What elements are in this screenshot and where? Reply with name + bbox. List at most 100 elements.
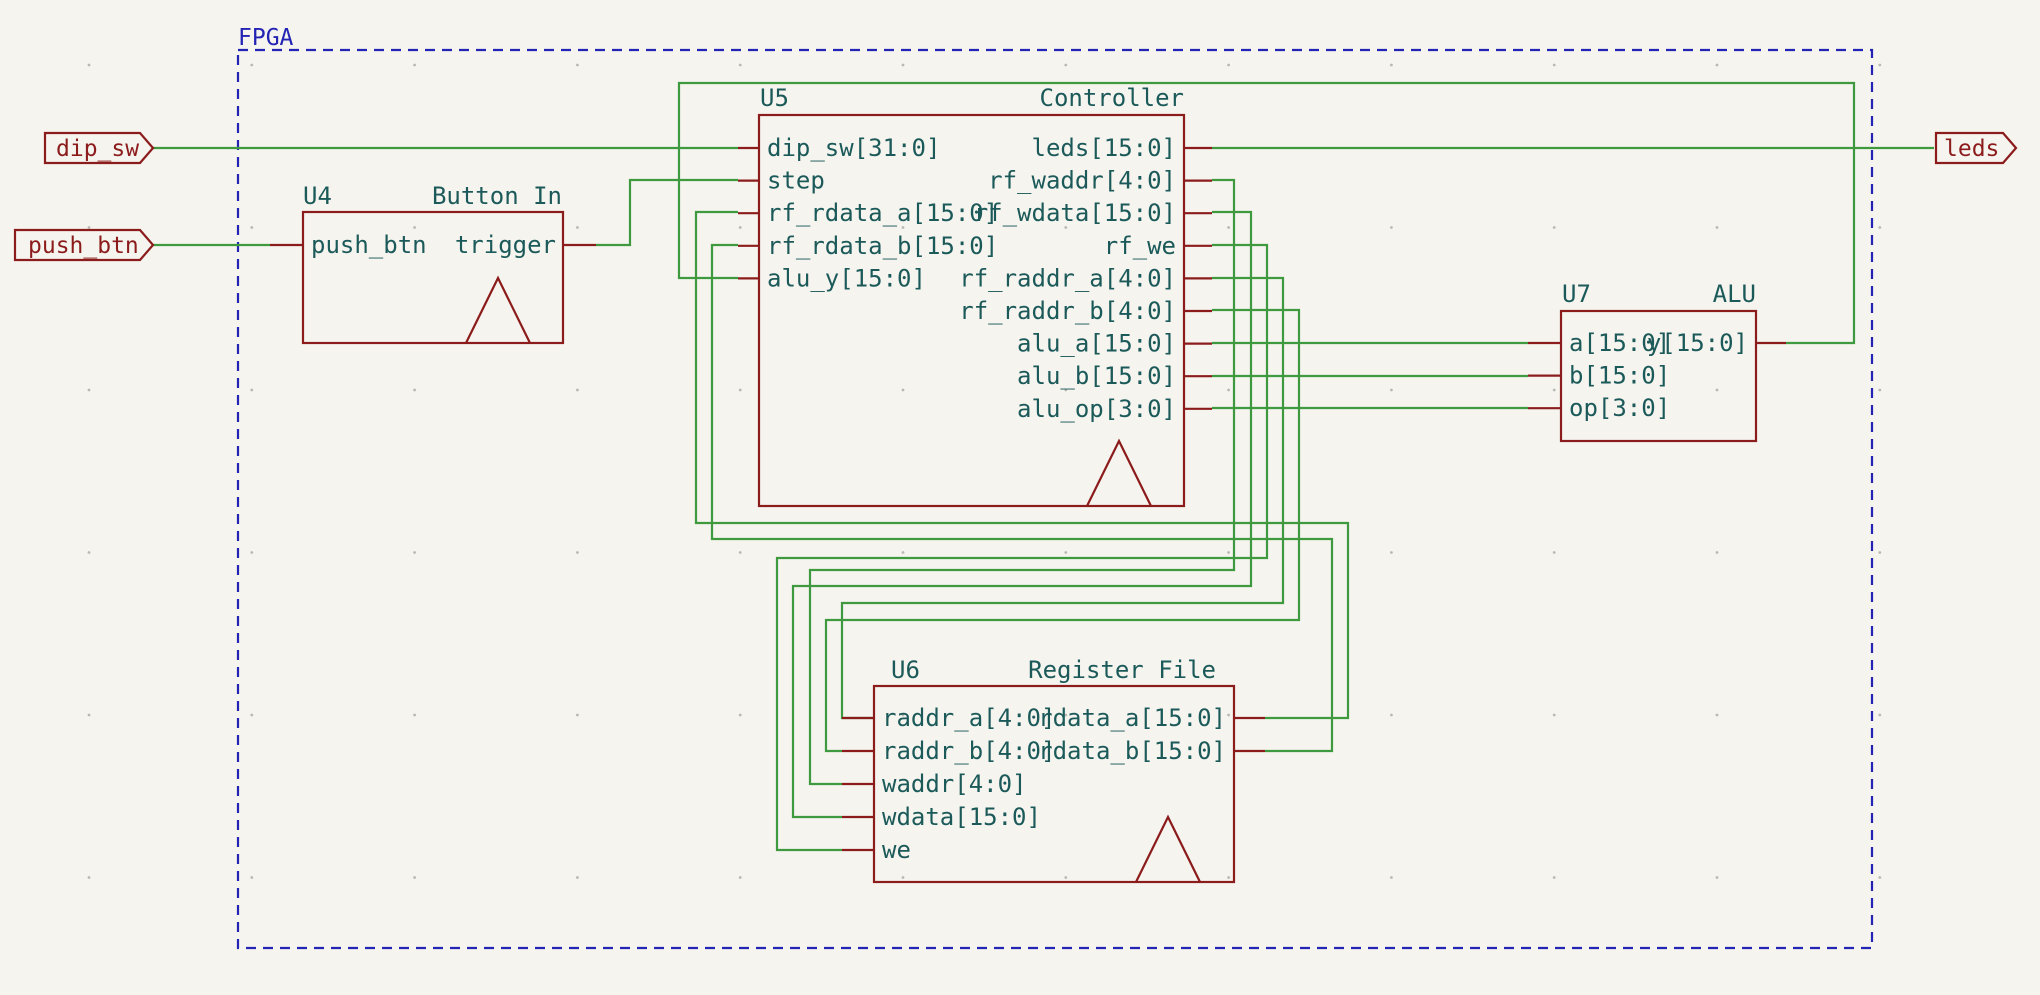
u6-pin-rdata-a: rdata_a[15:0]: [1038, 704, 1226, 732]
grid-dot: [1715, 388, 1719, 392]
u5-pin-rf-raddr-b: rf_raddr_b[4:0]: [959, 297, 1176, 325]
wire-rf-we[interactable]: [775, 243, 1269, 852]
grid-dot: [576, 876, 579, 879]
grid-dot: [87, 63, 91, 67]
u5-pin-alu-a: alu_a[15:0]: [1017, 330, 1176, 358]
grid-dot: [1715, 63, 1719, 67]
u7-pin-a: a[15:0]: [1569, 329, 1670, 357]
grid-dot: [1552, 713, 1556, 717]
port-push-btn-shape: [13, 228, 155, 262]
u6-pin-we: we: [882, 836, 911, 864]
u6-pin-waddr: waddr[4:0]: [882, 770, 1027, 798]
grid-dot: [1227, 876, 1230, 879]
grid-dot: [901, 713, 905, 717]
u5-pin-step: step: [767, 167, 825, 195]
grid-dot: [1552, 388, 1556, 392]
grid-dot: [87, 226, 91, 229]
u5-pin-rf-wdata: rf_wdata[15:0]: [974, 199, 1176, 227]
grid-dot: [576, 713, 579, 717]
grid-dot: [1878, 63, 1882, 67]
grid-dot: [1878, 388, 1882, 392]
u5-pin-rf-rdata-b: rf_rdata_b[15:0]: [767, 232, 998, 260]
port-leds[interactable]: leds: [1934, 131, 2018, 165]
u5-right-pins: leds[15:0] rf_waddr[4:0] rf_wdata[15:0] rf_…: [959, 134, 1212, 423]
u5-pin-alu-b: alu_b[15:0]: [1017, 362, 1176, 390]
port-push-btn-label: push_btn: [28, 233, 139, 259]
wire-rf-rdata-b[interactable]: [710, 243, 1334, 753]
component-u4[interactable]: U4 Button In push_btn trigger: [270, 182, 596, 345]
u6-clock-symbol: [1135, 814, 1201, 883]
grid-dot: [576, 551, 579, 554]
u7-value: ALU: [1713, 280, 1756, 308]
u4-pin-trigger: trigger: [455, 231, 556, 259]
grid-dot: [576, 226, 579, 229]
u4-clock-symbol: [465, 275, 531, 344]
grid-dot: [1390, 713, 1393, 717]
u5-pin-rf-raddr-a: rf_raddr_a[4:0]: [959, 264, 1176, 292]
u5-pin-alu-op: alu_op[3:0]: [1017, 395, 1176, 423]
grid-dot: [738, 63, 742, 67]
grid-dot: [1715, 713, 1719, 717]
u4-body: [301, 210, 565, 345]
grid-dots: [87, 63, 1882, 879]
grid-dot: [87, 713, 91, 717]
grid-dot: [1227, 713, 1230, 717]
u6-pin-raddr-b: raddr_b[4:0]: [882, 737, 1055, 765]
component-u7[interactable]: U7 ALU a[15:0]b[15:0]op[3:0] y[15:0]: [1528, 280, 1786, 443]
grid-dot: [738, 551, 742, 554]
grid-dot: [901, 876, 905, 879]
u6-pin-raddr-a: raddr_a[4:0]: [882, 704, 1055, 732]
fpga-frame-label: FPGA: [238, 25, 294, 51]
port-dip-sw[interactable]: dip_sw: [43, 131, 155, 165]
wire-rf-raddr-b[interactable]: [824, 308, 1301, 753]
port-push-btn[interactable]: push_btn: [13, 228, 155, 262]
port-dip-sw-shape: [43, 131, 155, 165]
u6-pin-wdata: wdata[15:0]: [882, 803, 1041, 831]
grid-dot: [87, 876, 91, 879]
grid-dot: [1715, 551, 1719, 554]
grid-dot: [413, 388, 416, 392]
wire-alu-y[interactable]: [677, 81, 1856, 345]
grid-dot: [738, 876, 742, 879]
u5-pin-rf-waddr: rf_waddr[4:0]: [988, 167, 1176, 195]
grid-dot: [901, 63, 905, 67]
wire-rf-rdata-a[interactable]: [694, 210, 1350, 720]
grid-dot: [1552, 551, 1556, 554]
wires: [152, 81, 1934, 852]
grid-dot: [901, 551, 905, 554]
grid-dot: [1064, 388, 1068, 392]
grid-dot: [1064, 63, 1068, 67]
grid-dot: [1227, 551, 1230, 554]
grid-dot: [1227, 388, 1230, 392]
port-leds-label: leds: [1944, 136, 1999, 162]
component-u6[interactable]: U6 Register File raddr_a[4:0]raddr_b[4:0…: [842, 656, 1265, 884]
u4-ref: U4: [303, 182, 332, 210]
grid-dot: [738, 226, 742, 229]
u7-pin-y: y[15:0]: [1647, 329, 1748, 357]
u6-pin-rdata-b: rdata_b[15:0]: [1038, 737, 1226, 765]
u5-pin-leds: leds[15:0]: [1032, 134, 1177, 162]
component-u5[interactable]: U5 Controller dip_sw[31:0]steprf_rdata_a…: [738, 84, 1212, 508]
grid-dot: [413, 713, 416, 717]
grid-dot: [901, 388, 905, 392]
port-leds-shape: [1934, 131, 2018, 165]
u5-pin-rf-we: rf_we: [1104, 232, 1176, 260]
fpga-frame: FPGA: [236, 25, 1874, 950]
u5-clock-symbol: [1086, 438, 1152, 507]
grid-dot: [576, 63, 579, 67]
wire-rf-wdata[interactable]: [791, 210, 1253, 819]
fpga-frame-border: [236, 48, 1874, 950]
wire-trigger-step[interactable]: [596, 178, 738, 247]
wire-rf-waddr[interactable]: [808, 178, 1236, 786]
grid-dot: [413, 226, 416, 229]
grid-dot: [413, 876, 416, 879]
grid-dot: [1390, 876, 1393, 879]
grid-dot: [413, 63, 416, 67]
u6-value: Register File: [1028, 656, 1216, 684]
grid-dot: [1552, 876, 1556, 879]
grid-dot: [1064, 713, 1068, 717]
u4-pin-push-btn: push_btn: [311, 231, 427, 259]
grid-dot: [1390, 388, 1393, 392]
